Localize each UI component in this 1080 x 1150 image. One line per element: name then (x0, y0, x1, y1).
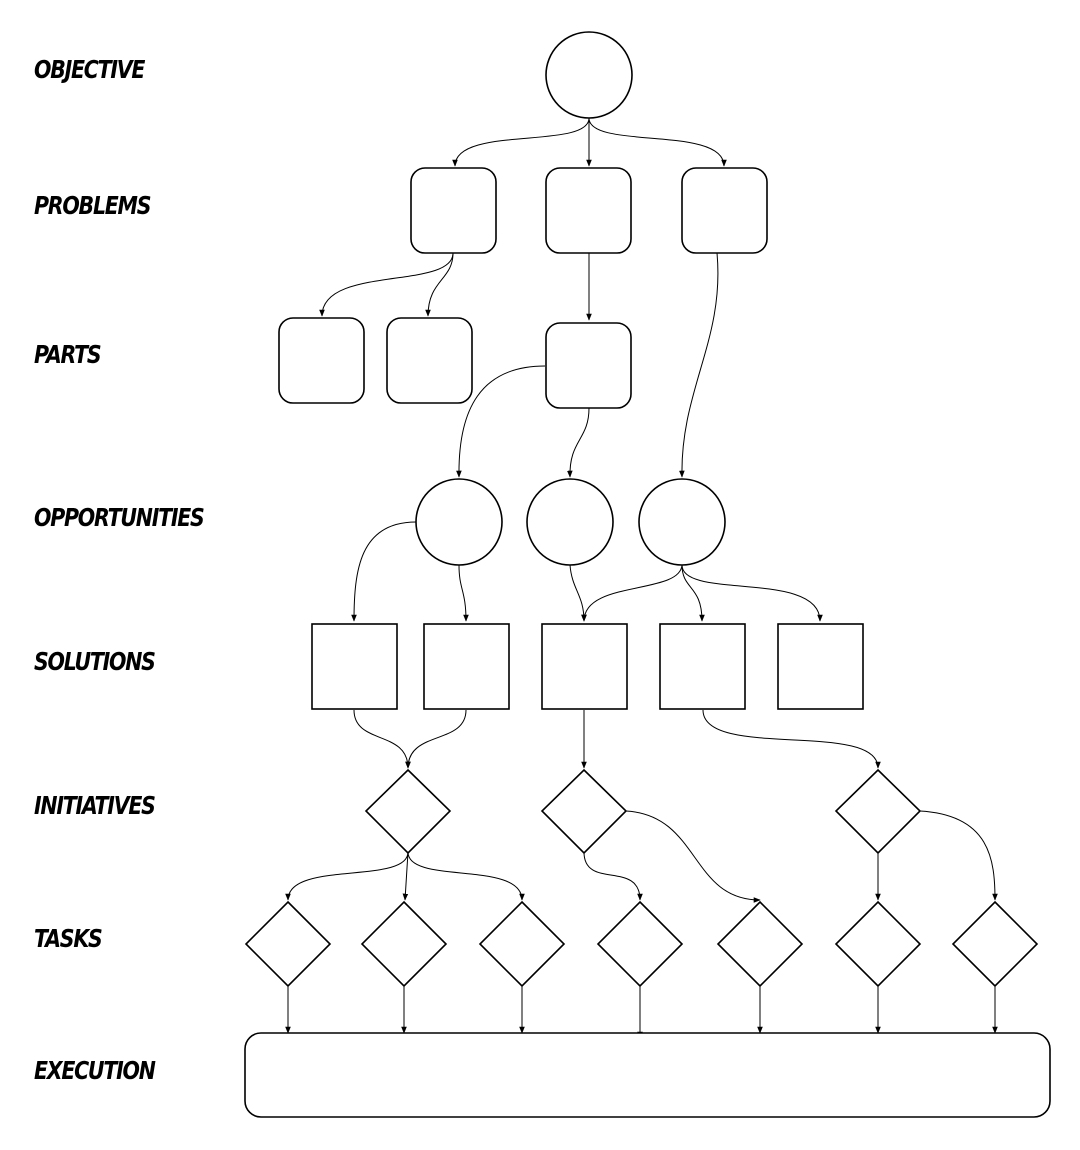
problem-node-2 (545, 167, 632, 254)
edge-objective-problem-1 (452, 117, 590, 167)
edge-opportunity-2-solution-3 (569, 564, 587, 622)
edges (285, 117, 998, 1039)
edge-opportunity-1-solution-2 (458, 564, 469, 622)
row-label-opportunities: OPPORTUNITIES (34, 503, 205, 532)
edge-initiative-2-task-5 (625, 810, 761, 903)
edge-opportunity-3-solution-4 (681, 564, 705, 622)
task-node-7 (951, 900, 1039, 988)
edge-opportunity-3-solution-5 (681, 564, 823, 622)
solution-node-4 (659, 623, 746, 710)
row-label-solutions: SOLUTIONS (34, 647, 156, 676)
edge-initiative-2-task-4 (583, 851, 643, 901)
part-node-3 (545, 322, 632, 409)
task-node-6 (834, 900, 922, 988)
edge-opportunity-3-solution-3 (581, 564, 683, 622)
problem-node-3 (681, 167, 768, 254)
edge-initiative-1-task-2 (402, 851, 409, 901)
opportunity-node-1 (415, 478, 503, 566)
execution-bar (244, 1032, 1051, 1118)
edge-initiative-1-task-3 (407, 851, 525, 901)
solution-node-1 (311, 623, 398, 710)
task-node-3 (478, 900, 566, 988)
opportunity-node-2 (526, 478, 614, 566)
row-label-objective: OBJECTIVE (34, 55, 145, 84)
problem-node-1 (410, 167, 497, 254)
edge-solution-4-initiative-3 (702, 709, 881, 769)
task-node-2 (360, 900, 448, 988)
task-node-1 (244, 900, 332, 988)
edge-part-3-opportunity-1 (456, 365, 546, 478)
row-label-parts: PARTS (34, 340, 102, 369)
edge-objective-problem-3 (588, 117, 727, 167)
solution-node-3 (541, 623, 628, 710)
edge-opportunity-1-solution-1 (351, 521, 417, 622)
opportunity-node-3 (638, 478, 726, 566)
task-node-5 (716, 900, 804, 988)
task-node-4 (596, 900, 684, 988)
edge-initiative-3-task-7 (919, 810, 998, 901)
edge-problem-3-opportunity-3 (679, 252, 719, 478)
row-label-execution: EXECUTION (34, 1056, 156, 1085)
objective-node (545, 31, 633, 119)
edge-problem-1-part-2 (425, 252, 454, 317)
solution-node-5 (777, 623, 864, 710)
initiative-node-2 (540, 768, 628, 855)
row-label-tasks: TASKS (34, 924, 103, 953)
part-node-2 (386, 317, 473, 404)
edge-part-3-opportunity-2 (567, 407, 590, 478)
row-label-problems: PROBLEMS (34, 191, 151, 220)
edge-initiative-1-task-1 (285, 851, 409, 901)
solution-node-2 (423, 623, 510, 710)
part-node-1 (278, 317, 365, 404)
nodes (244, 31, 1051, 1118)
initiative-node-3 (834, 768, 922, 855)
edge-solution-2-initiative-1 (405, 709, 467, 769)
row-label-initiatives: INITIATIVES (34, 791, 156, 820)
edge-problem-1-part-1 (319, 252, 454, 317)
edge-solution-1-initiative-1 (353, 709, 411, 769)
initiative-node-1 (364, 768, 452, 855)
